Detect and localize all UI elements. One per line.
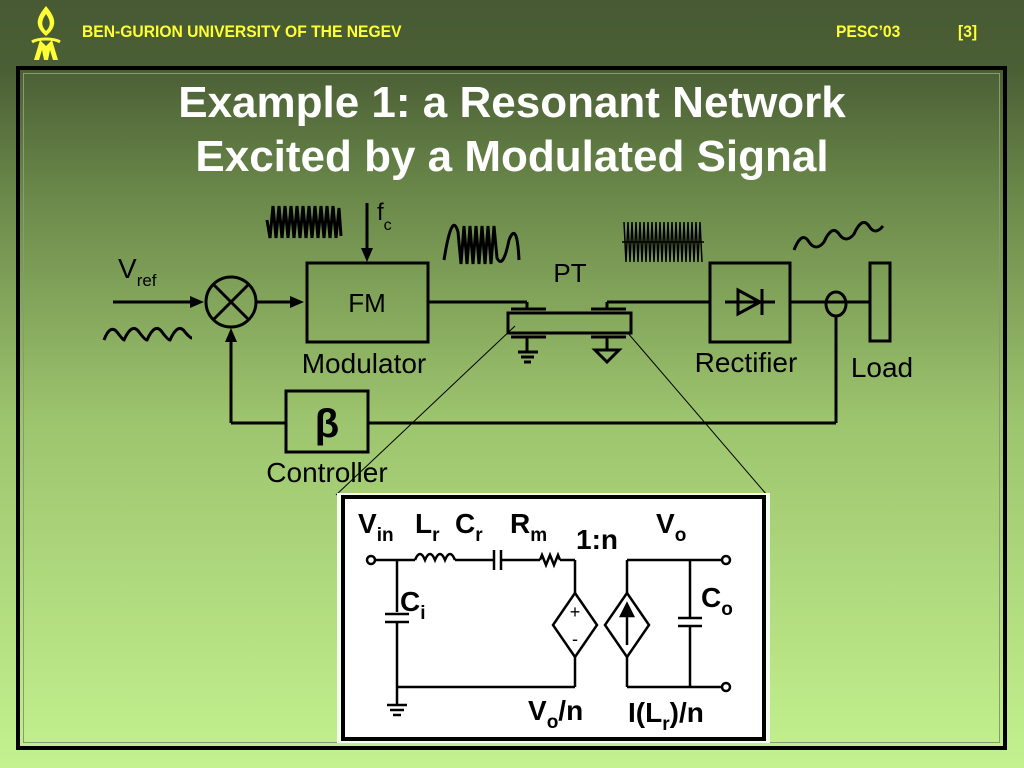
co-label: Co	[701, 582, 733, 620]
load-label: Load	[851, 352, 913, 383]
minus-sign: -	[572, 629, 578, 649]
bgu-logo-icon	[31, 6, 61, 60]
fm-wave	[442, 224, 521, 265]
resistor-rm	[538, 551, 562, 569]
lr-label: Lr	[415, 508, 440, 546]
slide-number: [3]	[958, 22, 978, 41]
cr-label: Cr	[455, 508, 483, 546]
fc-label: fc	[377, 199, 392, 234]
chassis-ground-icon	[591, 348, 623, 365]
plus-sign: +	[570, 602, 581, 622]
vsource-label: Vo/n	[528, 695, 583, 733]
pt-label: PT	[553, 258, 586, 288]
title-line-1: Example 1: a Resonant Network	[178, 78, 846, 127]
arrowhead-icon	[190, 296, 204, 308]
fm-label: FM	[348, 288, 386, 318]
vin-terminal	[365, 554, 377, 566]
beta-label: β	[315, 402, 339, 446]
vo-terminal-top	[720, 554, 732, 566]
vref-label: Vref	[118, 253, 157, 290]
load-box	[868, 261, 892, 343]
controller-label: Controller	[266, 457, 387, 488]
rectified-wave	[792, 220, 885, 251]
rectifier-label: Rectifier	[695, 347, 798, 378]
piezo-transformer	[506, 311, 633, 335]
inductor-lr	[413, 552, 457, 564]
arrowhead-icon	[618, 601, 636, 618]
turns-ratio-label: 1:n	[576, 524, 618, 555]
conference-name: PESC’03	[836, 22, 901, 41]
current-sensor	[824, 290, 848, 318]
vo-terminal-bottom	[720, 681, 732, 693]
arrowhead-icon	[225, 328, 237, 342]
diode-icon	[725, 287, 775, 317]
am-wave	[622, 221, 704, 263]
rm-label: Rm	[510, 508, 547, 546]
vo-label: Vo	[656, 508, 686, 546]
arrowhead-icon	[290, 296, 304, 308]
carrier-wave	[265, 205, 343, 239]
modulator-label: Modulator	[302, 348, 427, 379]
title-line-2: Excited by a Modulated Signal	[195, 132, 829, 181]
reference-sine-wave	[102, 326, 193, 342]
arrowhead-icon	[361, 248, 373, 262]
university-name: BEN-GURION UNIVERSITY OF THE NEGEV	[82, 22, 402, 41]
slide-title: Example 1: a Resonant Network Excited by…	[0, 76, 1024, 184]
vin-label: Vin	[358, 508, 394, 546]
ci-label: Ci	[400, 586, 426, 624]
isource-label: I(Lr)/n	[628, 697, 704, 735]
